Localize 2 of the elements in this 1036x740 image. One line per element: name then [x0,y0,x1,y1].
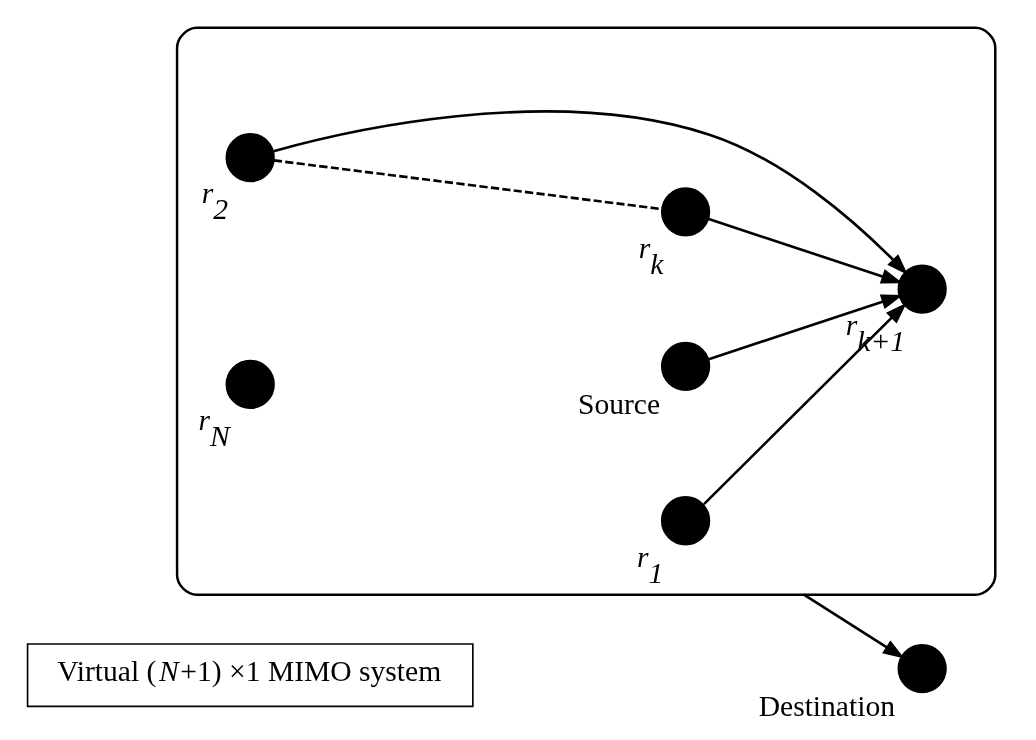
node-label: Source [577,387,661,420]
node-label: Destination [758,690,895,723]
